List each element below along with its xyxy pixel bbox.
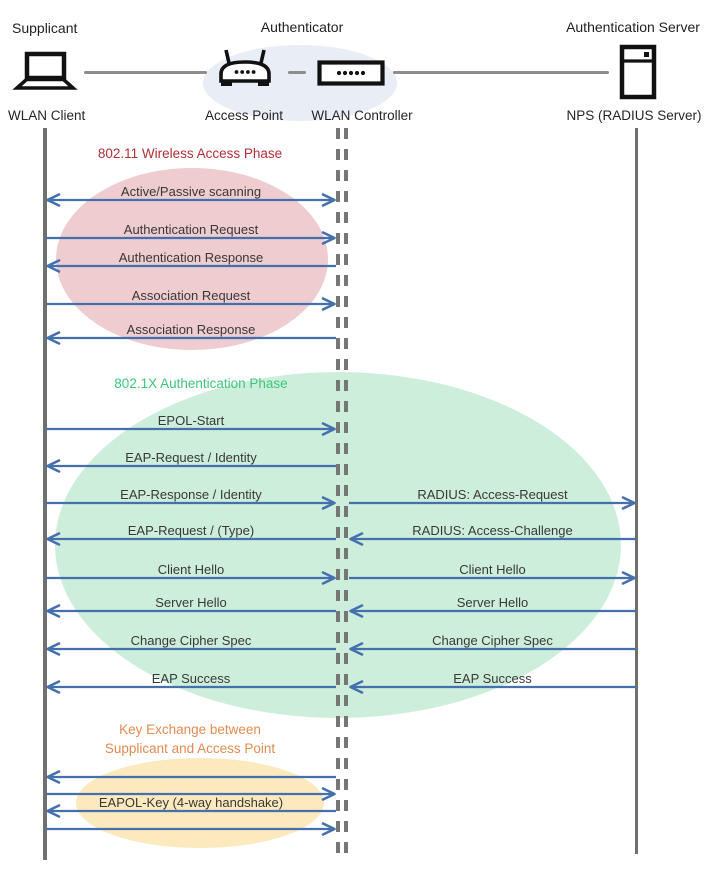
arrow-left-icon — [349, 642, 636, 656]
message-eapol-key-handshake: EAPOL-Key (4-way handshake) — [46, 795, 336, 819]
arrow-right-icon — [46, 822, 336, 836]
access-point-icon — [219, 49, 271, 86]
arrow-left-icon — [349, 604, 636, 618]
message-authentication-response: Authentication Response — [46, 250, 336, 274]
arrow-right-icon — [349, 496, 636, 510]
arrow-right-icon — [46, 496, 336, 510]
arrow-left-icon — [46, 804, 336, 818]
arrow-right-icon — [46, 422, 336, 436]
controller-lifeline-outer — [336, 128, 340, 856]
arrow-right-icon — [46, 787, 336, 801]
message-radius-access-request: RADIUS: Access-Request — [349, 487, 636, 511]
message-eap-success-left: EAP Success — [46, 671, 336, 695]
nps-label: NPS (RADIUS Server) — [566, 108, 702, 123]
message-label: Association Response — [126, 322, 256, 337]
authenticator-label: Authenticator — [260, 19, 344, 35]
server-icon — [619, 44, 657, 100]
message-label: Association Request — [131, 288, 251, 303]
supplicant-label: Supplicant — [12, 20, 78, 36]
message-label: RADIUS: Access-Request — [417, 487, 568, 502]
link-ap-controller — [288, 71, 306, 74]
key-exchange-title-line1: Key Exchange between — [119, 722, 261, 737]
message-key-msg-1 — [46, 769, 336, 785]
laptop-icon — [12, 51, 78, 90]
message-label: Change Cipher Spec — [130, 633, 252, 648]
arrow-left-icon — [46, 642, 336, 656]
message-label: Authentication Response — [118, 250, 264, 265]
message-radius-access-challenge: RADIUS: Access-Challenge — [349, 523, 636, 547]
message-label: Server Hello — [456, 595, 529, 610]
message-client-hello-left: Client Hello — [46, 562, 336, 586]
arrow-left-icon — [46, 532, 336, 546]
authentication-server-label: Authentication Server — [566, 19, 700, 35]
message-active-passive-scanning: Active/Passive scanning — [46, 184, 336, 208]
arrow-left-icon — [46, 770, 336, 784]
supplicant-lifeline — [43, 128, 47, 860]
message-eap-response-identity: EAP-Response / Identity — [46, 487, 336, 511]
link-controller-server — [393, 71, 609, 74]
message-label: EAP-Request / (Type) — [127, 523, 255, 538]
arrow-left-icon — [46, 680, 336, 694]
message-authentication-request: Authentication Request — [46, 222, 336, 246]
arrow-right-icon — [46, 571, 336, 585]
phase-8021x-title: 802.1X Authentication Phase — [114, 376, 288, 391]
message-label: EAPOL-Key (4-way handshake) — [98, 795, 284, 810]
phase-80211-ellipse — [56, 168, 328, 350]
message-eap-success-right: EAP Success — [349, 671, 636, 695]
message-label: RADIUS: Access-Challenge — [412, 523, 573, 538]
wlan-client-label: WLAN Client — [8, 108, 86, 123]
arrow-right-icon — [349, 571, 636, 585]
message-association-request: Association Request — [46, 288, 336, 312]
message-label: Change Cipher Spec — [432, 633, 553, 648]
message-server-hello-right: Server Hello — [349, 595, 636, 619]
message-label: EAP-Response / Identity — [120, 487, 262, 502]
message-label: Client Hello — [459, 562, 526, 577]
arrow-right-icon — [46, 297, 336, 311]
message-key-msg-2 — [46, 786, 336, 802]
arrow-left-icon — [46, 259, 336, 273]
key-exchange-title-line2: Supplicant and Access Point — [104, 741, 276, 756]
key-exchange-ellipse — [76, 758, 324, 848]
arrow-left-icon — [349, 680, 636, 694]
arrow-left-icon — [46, 331, 336, 345]
message-eap-request-type: EAP-Request / (Type) — [46, 523, 336, 547]
message-client-hello-right: Client Hello — [349, 562, 636, 586]
link-client-ap — [84, 71, 207, 74]
arrow-left-icon — [46, 459, 336, 473]
controller-lifeline-inner — [344, 128, 348, 856]
message-label: EAP Success — [151, 671, 231, 686]
message-server-hello-left: Server Hello — [46, 595, 336, 619]
message-label: EPOL-Start — [157, 413, 225, 428]
message-key-msg-4 — [46, 821, 336, 837]
message-label: EAP-Request / Identity — [125, 450, 257, 465]
message-epol-start: EPOL-Start — [46, 413, 336, 437]
message-label: Active/Passive scanning — [120, 184, 262, 199]
message-association-response: Association Response — [46, 322, 336, 346]
message-label: EAP Success — [453, 671, 532, 686]
arrow-left-icon — [46, 604, 336, 618]
message-label: Client Hello — [157, 562, 225, 577]
arrow-both-icon — [46, 193, 336, 207]
message-label: Server Hello — [155, 595, 227, 610]
access-point-label: Access Point — [204, 108, 284, 123]
message-eap-request-identity: EAP-Request / Identity — [46, 450, 336, 474]
arrow-right-icon — [46, 231, 336, 245]
message-change-cipher-spec-left: Change Cipher Spec — [46, 633, 336, 657]
arrow-left-icon — [349, 532, 636, 546]
server-lifeline — [635, 128, 638, 854]
message-label: Authentication Request — [123, 222, 259, 237]
message-change-cipher-spec-right: Change Cipher Spec — [349, 633, 636, 657]
wlan-controller-label: WLAN Controller — [311, 108, 413, 123]
wlan-controller-icon — [317, 60, 385, 86]
phase-80211-title: 802.11 Wireless Access Phase — [97, 146, 283, 161]
